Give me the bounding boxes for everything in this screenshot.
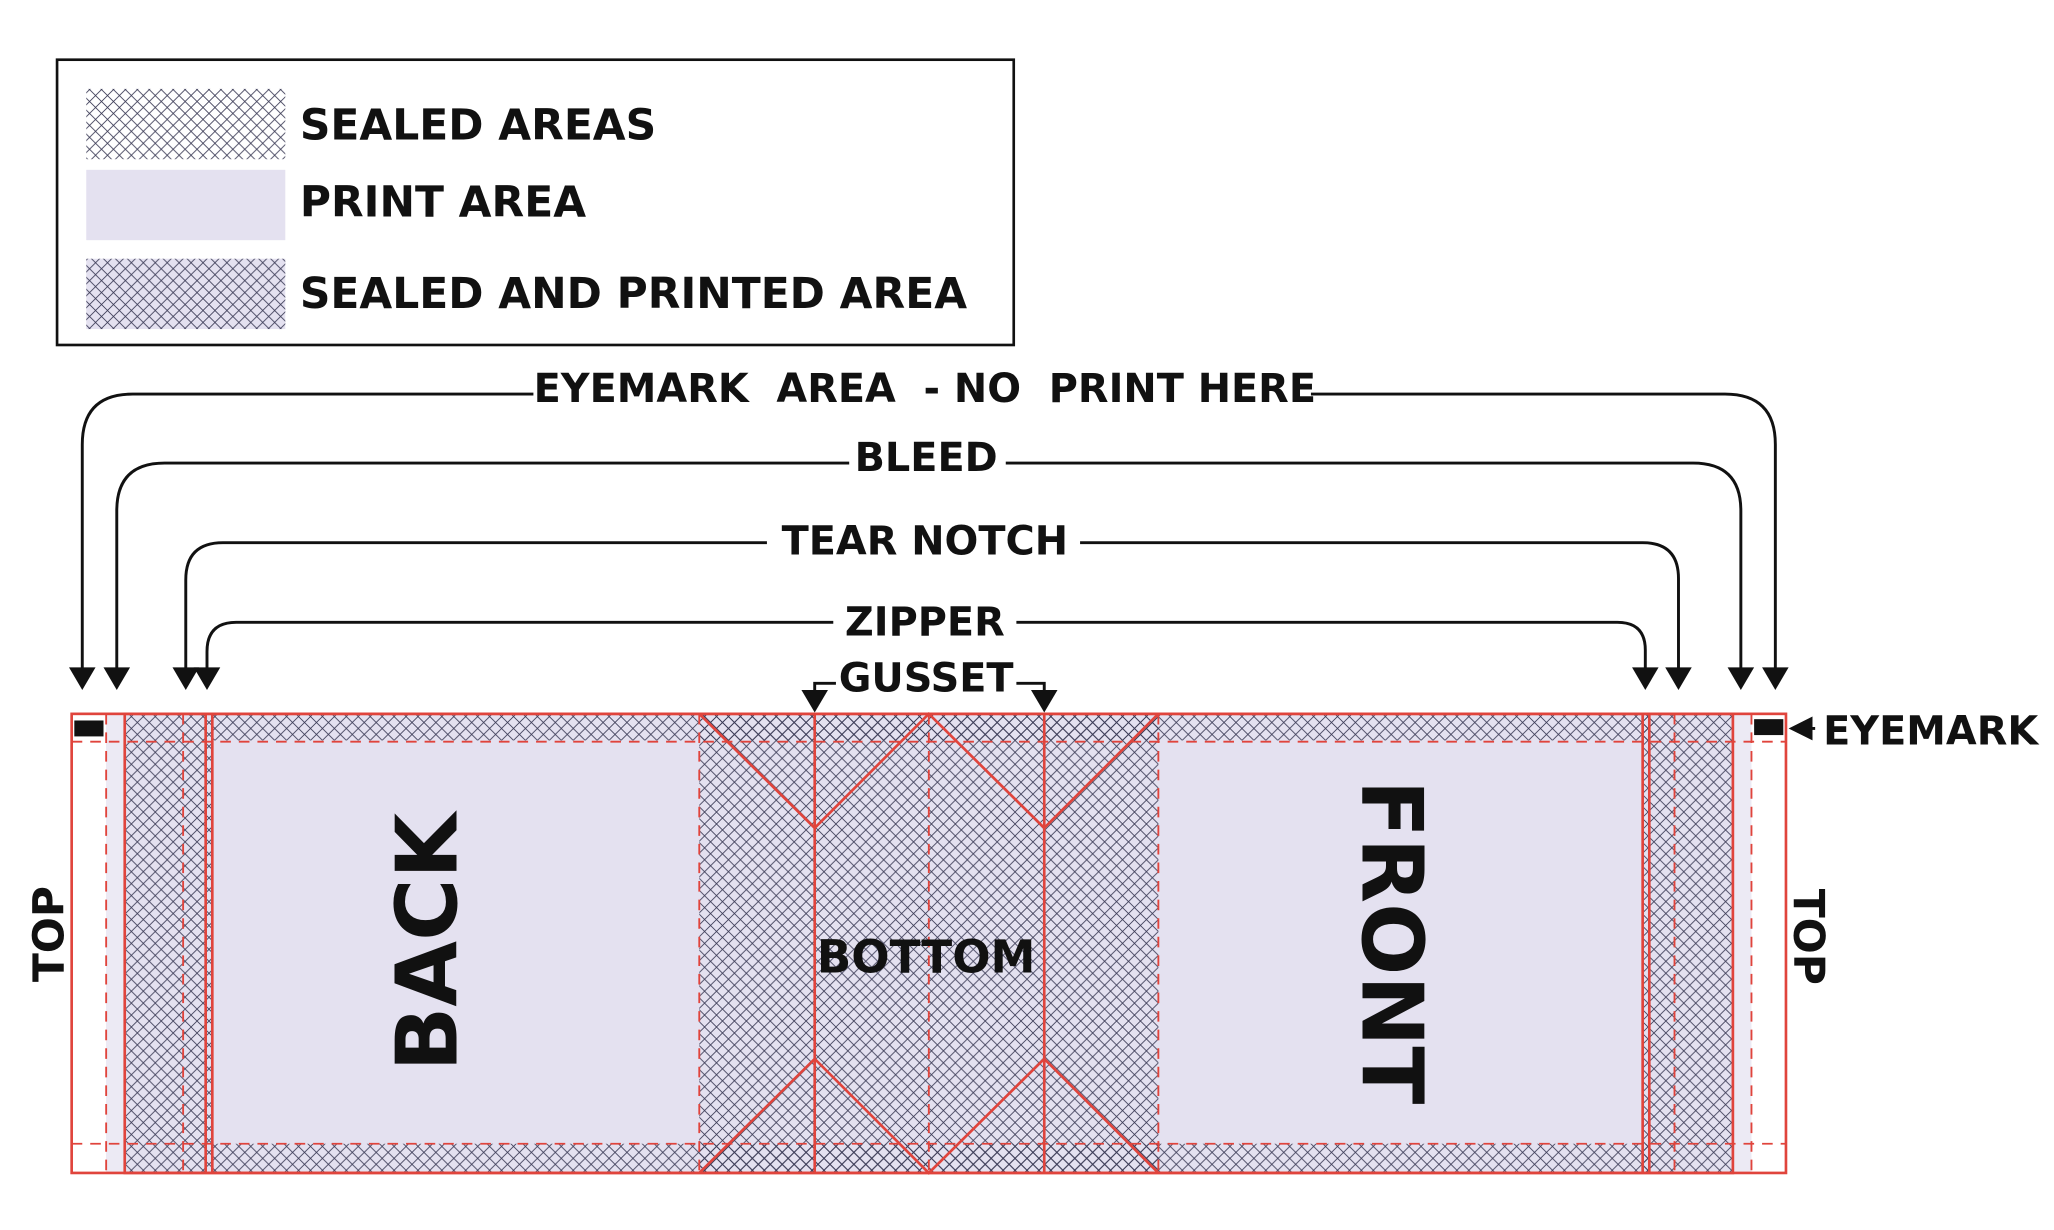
callout-bleed: BLEED xyxy=(855,435,998,481)
arrowhead-zipper-right xyxy=(1632,667,1659,690)
bracket-arrowheads xyxy=(69,667,1813,741)
zipper-bracket xyxy=(205,620,834,671)
legend-label-print: PRINT AREA xyxy=(300,178,586,227)
arrowhead-gusset-right xyxy=(1030,689,1058,713)
eyemark-area-bracket-right xyxy=(1310,392,1777,671)
arrowhead-gusset-left xyxy=(801,689,828,713)
bleed-bracket xyxy=(115,461,850,671)
bleed-strip-right xyxy=(1732,713,1752,1173)
gusset-bracket xyxy=(813,681,836,693)
legend-label-sealed-printed: SEALED AND PRINTED AREA xyxy=(300,270,967,319)
arrowhead-tear-notch-left xyxy=(172,667,200,690)
legend-swatch-print xyxy=(86,169,286,241)
callout-zipper: ZIPPER xyxy=(845,600,1005,646)
zipper-bracket-right xyxy=(1016,620,1647,671)
eyemark-area-bracket xyxy=(80,392,534,671)
callout-gusset: GUSSET xyxy=(839,655,1014,701)
arrowhead-eyemark-left xyxy=(69,667,96,690)
arrowhead-tear-notch-right xyxy=(1665,667,1692,690)
callout-eyemark: EYEMARK xyxy=(1823,708,2040,754)
callout-eyemark-area: EYEMARK AREA - NO PRINT HERE xyxy=(534,366,1316,412)
legend-swatch-sealed xyxy=(86,88,286,160)
legend-swatch-sealed-printed xyxy=(86,258,286,330)
gusset-v-bottom-left xyxy=(698,1056,1160,1175)
arrowhead-eyemark-pointer xyxy=(1788,716,1813,741)
callout-tear-notch: TEAR NOTCH xyxy=(782,519,1068,565)
pouch-layout: BACK BOTTOM FRONT TOP TOP xyxy=(26,711,1832,1175)
tear-notch-bracket-right xyxy=(1080,541,1680,671)
arrowhead-bleed-left xyxy=(103,667,131,690)
sealed-top-right xyxy=(1642,713,1733,1173)
arrowhead-eyemark-right xyxy=(1762,667,1789,690)
panel-label-top-left: TOP xyxy=(26,886,75,982)
eyemark-block-right xyxy=(1754,719,1784,736)
legend-label-sealed: SEALED AREAS xyxy=(300,101,656,150)
panel-label-front: FRONT xyxy=(1342,780,1441,1105)
bleed-bracket-right xyxy=(1005,461,1743,671)
tear-notch-bracket xyxy=(184,541,767,671)
gusset-bracket-right xyxy=(1016,681,1046,693)
eyemark-block-left xyxy=(74,720,104,737)
top-edge-left xyxy=(71,713,107,1173)
panel-label-bottom: BOTTOM xyxy=(817,931,1036,984)
bleed-strip-left xyxy=(106,713,125,1173)
legend: SEALED AREAS PRINT AREA SEALED AND PRINT… xyxy=(55,58,1016,347)
panel-label-top-right: TOP xyxy=(1783,889,1832,985)
arrowhead-zipper-left xyxy=(193,667,221,690)
panel-label-back: BACK xyxy=(378,810,477,1072)
sealed-top-left xyxy=(124,713,213,1173)
arrowhead-bleed-right xyxy=(1727,667,1755,690)
